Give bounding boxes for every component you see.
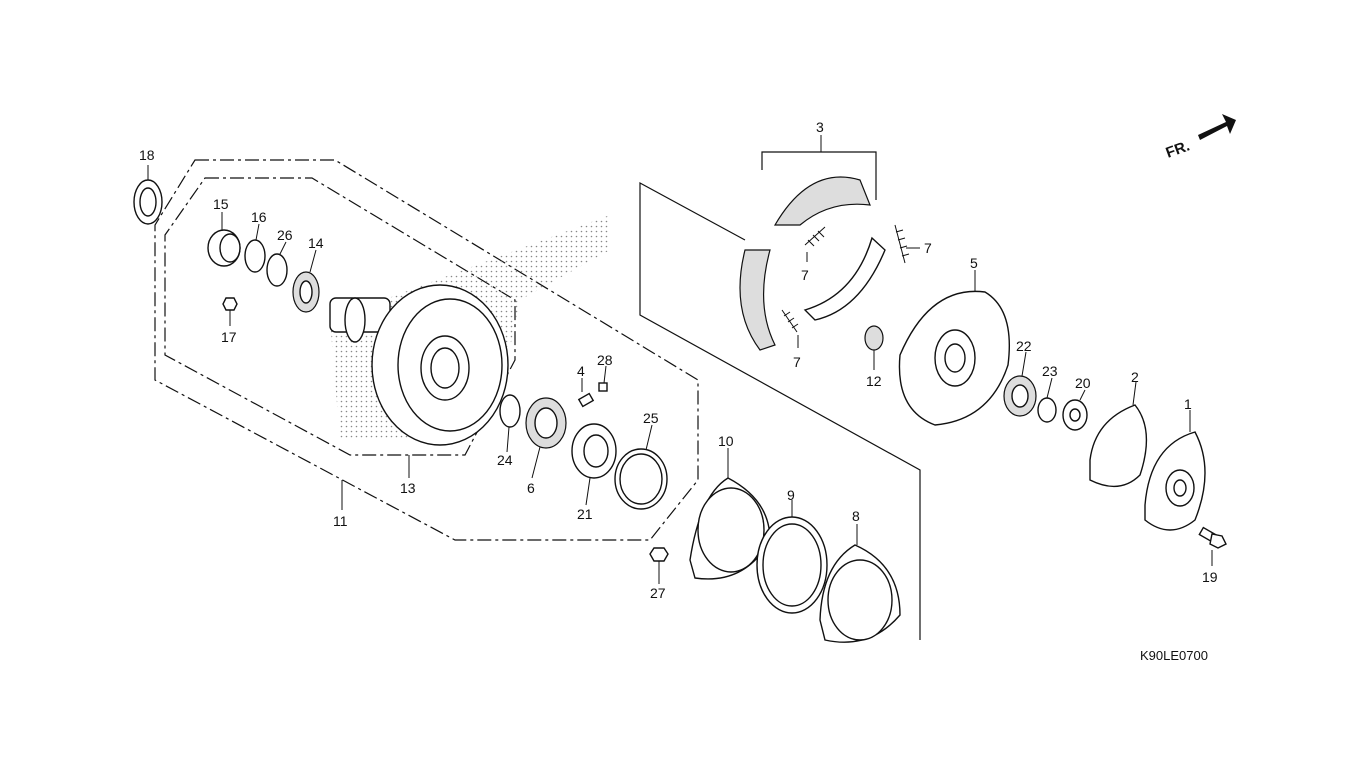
callout-20: 20 xyxy=(1075,375,1091,391)
drawing-code: K90LE0700 xyxy=(1140,648,1208,663)
collar-12 xyxy=(864,325,884,351)
callout-12: 12 xyxy=(866,373,882,389)
callout-25: 25 xyxy=(643,410,659,426)
ring-16 xyxy=(244,239,266,273)
drive-plate-5 xyxy=(898,290,1011,426)
callout-13: 13 xyxy=(400,480,416,496)
spring-4 xyxy=(577,392,595,408)
callout-2: 2 xyxy=(1131,369,1139,385)
callout-8: 8 xyxy=(852,508,860,524)
callout-4: 4 xyxy=(577,363,585,379)
callout-27: 27 xyxy=(650,585,666,601)
clutch-shoes-3 xyxy=(739,176,886,351)
plate-22 xyxy=(1003,375,1037,417)
circlip-25 xyxy=(614,448,668,510)
part-3-bracket xyxy=(761,151,877,200)
o-ring-9-inner xyxy=(762,523,822,607)
callout-14: 14 xyxy=(308,235,324,251)
callout-22: 22 xyxy=(1016,338,1032,354)
callout-21: 21 xyxy=(577,506,593,522)
gasket-8-inner xyxy=(827,559,893,641)
callout-7-b: 7 xyxy=(793,354,801,370)
callout-15: 15 xyxy=(213,196,229,212)
gasket-10-inner xyxy=(697,487,765,573)
clutch-outer-13 xyxy=(329,284,509,446)
callout-6: 6 xyxy=(527,480,535,496)
spring-7-b xyxy=(781,309,799,333)
nut-17 xyxy=(222,297,238,311)
callout-10: 10 xyxy=(718,433,734,449)
cover-1 xyxy=(1144,431,1206,531)
ring-26 xyxy=(266,253,288,287)
gasket-2 xyxy=(1089,404,1148,488)
callout-18: 18 xyxy=(139,147,155,163)
nut-27 xyxy=(649,547,669,562)
callout-7-c: 7 xyxy=(924,240,932,256)
callout-11: 11 xyxy=(333,513,348,529)
callout-16: 16 xyxy=(251,209,267,225)
callout-19: 19 xyxy=(1202,569,1218,585)
callout-23: 23 xyxy=(1042,363,1058,379)
callout-1: 1 xyxy=(1184,396,1192,412)
callout-24: 24 xyxy=(497,452,513,468)
callout-5: 5 xyxy=(970,255,978,271)
spring-7-a xyxy=(804,226,826,247)
callout-9: 9 xyxy=(787,487,795,503)
callout-26: 26 xyxy=(277,227,293,243)
callout-28: 28 xyxy=(597,352,613,368)
clutch-shoe-frame xyxy=(639,181,921,640)
front-direction-label: FR. xyxy=(1164,138,1193,162)
callout-7-a: 7 xyxy=(801,267,809,283)
spring-7-c xyxy=(894,224,910,264)
assembly-11-frame xyxy=(154,159,699,541)
roller-28 xyxy=(598,382,608,392)
callout-3: 3 xyxy=(816,119,824,135)
washer-23 xyxy=(1037,397,1057,423)
bolt-19 xyxy=(1198,526,1227,549)
ring-24 xyxy=(499,394,521,428)
bushing-15 xyxy=(207,229,241,267)
one-way-clutch-6 xyxy=(525,397,567,449)
front-direction-arrow xyxy=(1198,114,1236,140)
nut-20 xyxy=(1062,399,1088,431)
gear-14 xyxy=(292,271,320,313)
assembly-13-frame xyxy=(164,177,516,456)
callout-17: 17 xyxy=(221,329,237,345)
leader-lines xyxy=(147,135,1213,584)
oil-seal-18 xyxy=(133,179,163,225)
plate-21 xyxy=(571,423,617,479)
